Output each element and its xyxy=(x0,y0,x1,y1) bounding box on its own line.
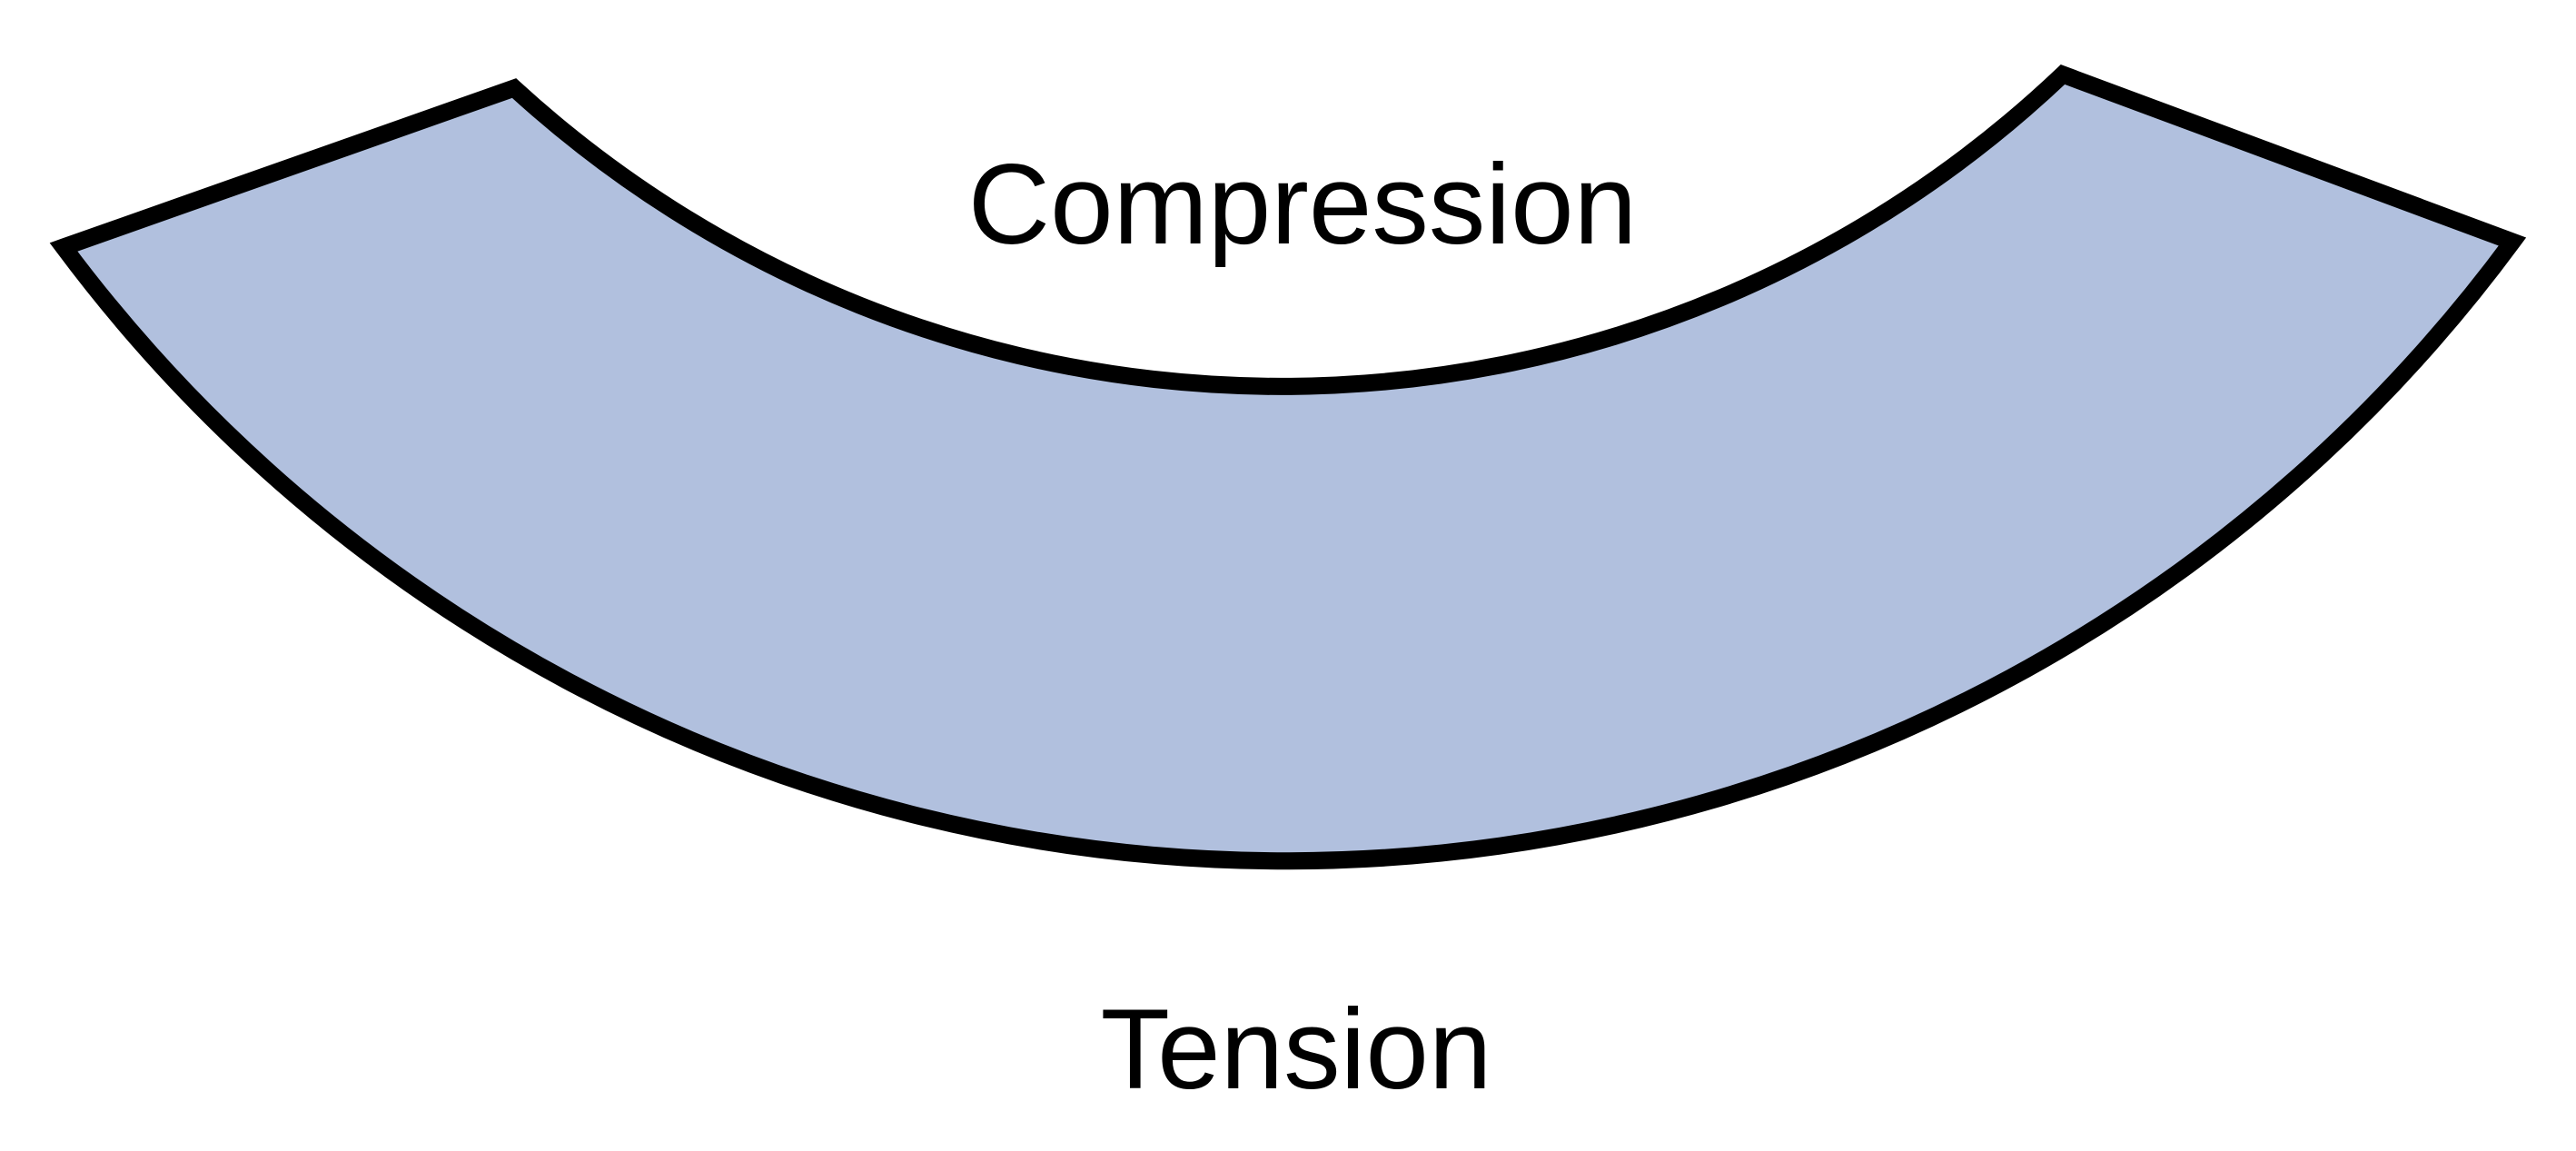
beam-shape xyxy=(49,64,2527,870)
tension-label: Tension xyxy=(1101,987,1492,1113)
compression-label: Compression xyxy=(968,142,1637,268)
